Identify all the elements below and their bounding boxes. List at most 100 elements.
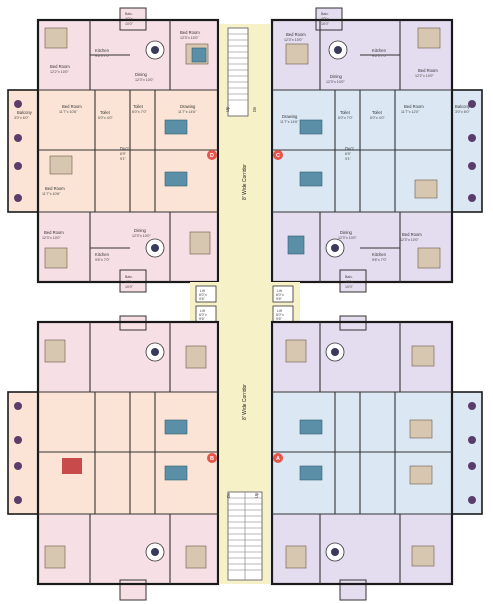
room-c-bed2: Bed Room 11'7"x 10'6" — [42, 186, 65, 196]
room-d-toilet: Toilet 6'0"x 4'0" — [370, 110, 385, 120]
svg-text:11'7"x 14'6": 11'7"x 14'6" — [280, 120, 299, 124]
room-d-bed: Bed Room 11'7"x 12'0" — [401, 104, 424, 114]
balcony-chairs-top — [14, 100, 476, 202]
svg-text:6'0"x 4'0": 6'0"x 4'0" — [370, 116, 385, 120]
svg-text:11'7"x 12'0": 11'7"x 12'0" — [401, 110, 420, 114]
svg-text:12'3"x 10'0": 12'3"x 10'0" — [338, 236, 357, 240]
room-c-drawing: Drawing 11'7"x 14'6" — [178, 104, 197, 114]
room-b-balc: Balc. 4'0"x 10'0" — [321, 12, 330, 26]
room-a-bed2: Bed Room 12'2"x 10'0" — [50, 64, 70, 74]
svg-text:4'0"x: 4'0"x — [345, 280, 353, 284]
dining-tables-bottom — [145, 342, 345, 562]
svg-text:12'3"x 10'0": 12'3"x 10'0" — [400, 238, 419, 242]
svg-text:6'0"x: 6'0"x — [276, 293, 284, 297]
top-block: 8' Wide Corridor Up Dn — [7, 7, 483, 293]
svg-text:9'6"x 7'0": 9'6"x 7'0" — [372, 54, 387, 58]
room-c-bed: Bed Room 11'7"x 10'6" — [59, 104, 82, 114]
svg-text:10'0": 10'0" — [125, 285, 134, 289]
svg-text:12'2"x 10'0": 12'2"x 10'0" — [50, 70, 69, 74]
svg-text:9'6": 9'6" — [199, 297, 206, 301]
stair-treads-top — [228, 33, 248, 101]
svg-text:Drawing: Drawing — [180, 104, 196, 109]
svg-text:9'6"x 7'0": 9'6"x 7'0" — [372, 258, 387, 262]
sofas-top — [164, 47, 323, 255]
room-a-dining: Dining 12'3"x 10'0" — [135, 72, 154, 82]
svg-text:4'0"x: 4'0"x — [125, 280, 133, 284]
svg-text:Balc.: Balc. — [125, 12, 133, 16]
svg-text:Balcony: Balcony — [455, 104, 471, 109]
svg-text:11'7"x 14'6": 11'7"x 14'6" — [178, 110, 197, 114]
svg-text:9'6"x 7'0": 9'6"x 7'0" — [95, 54, 110, 58]
lift-lobby: Lift 6'0"x 9'6" Lift 6'0"x 9'6" Lift 6'0… — [190, 282, 300, 323]
svg-text:Toilet: Toilet — [100, 110, 111, 115]
room-c-toilet2: Toilet 6'0"x 7'0" — [132, 104, 147, 114]
room-b-kitchen: Kitchen 9'6"x 7'0" — [372, 48, 387, 58]
stair-treads-bottom — [228, 492, 262, 580]
stair-down-label: Dn — [252, 106, 257, 112]
flat-marker-top-right-label: C — [276, 153, 280, 159]
svg-text:Lift: Lift — [200, 289, 205, 293]
red-bed-bottom — [62, 458, 82, 474]
svg-text:Balc.: Balc. — [345, 275, 353, 279]
room-a-balc: Balc. 4'0"x 10'0" — [125, 12, 134, 26]
svg-text:9'6": 9'6" — [276, 317, 283, 321]
flat-marker-bottom-right — [273, 453, 283, 463]
room-f-kitchen: Kitchen 9'6"x 7'0" — [372, 252, 387, 262]
svg-text:Duct: Duct — [345, 146, 354, 151]
svg-text:12'3"x 10'0": 12'3"x 10'0" — [132, 234, 151, 238]
svg-text:Bed Room: Bed Room — [180, 30, 200, 35]
svg-text:Dining: Dining — [134, 228, 147, 233]
room-b-bed: Bed Room 12'3"x 10'0" — [284, 32, 306, 42]
svg-text:4'0"x: 4'0"x — [125, 17, 133, 21]
svg-text:Toilet: Toilet — [372, 110, 383, 115]
svg-text:3'0"x 6'0": 3'0"x 6'0" — [455, 110, 470, 114]
room-b-bed2: Bed Room 12'2"x 10'0" — [415, 68, 438, 78]
room-d-duct: Duct 6'9" 9'1" — [345, 146, 354, 161]
svg-text:Bed Room: Bed Room — [418, 68, 438, 73]
svg-text:10'0": 10'0" — [321, 22, 330, 26]
room-f-balc: Balc. 4'0"x 10'0" — [345, 275, 354, 289]
room-e-bed: Bed Room 12'3"x 10'0" — [42, 230, 64, 240]
svg-text:Kitchen: Kitchen — [95, 48, 110, 53]
svg-text:9'6"x 7'0": 9'6"x 7'0" — [95, 258, 110, 262]
svg-text:Bed Room: Bed Room — [45, 186, 65, 191]
room-f-dining: Dining 12'3"x 10'0" — [338, 230, 357, 240]
svg-text:Bed Room: Bed Room — [62, 104, 82, 109]
room-f-bed: Bed Room 12'3"x 10'0" — [400, 232, 422, 242]
svg-text:Dining: Dining — [135, 72, 148, 77]
flat-marker-top-left — [207, 150, 217, 160]
room-a-kitchen: Kitchen 9'6"x 7'0" — [95, 48, 110, 58]
svg-text:12'3"x 10'0": 12'3"x 10'0" — [284, 38, 303, 42]
wall-balcony-right — [451, 89, 483, 213]
dining-tables-top — [145, 40, 348, 258]
room-e-kitchen: Kitchen 9'6"x 7'0" — [95, 252, 110, 262]
svg-text:12'3"x 10'0": 12'3"x 10'0" — [326, 80, 345, 84]
svg-text:12'3"x 10'0": 12'3"x 10'0" — [42, 236, 61, 240]
svg-text:Bed Room: Bed Room — [402, 232, 422, 237]
svg-text:9'1": 9'1" — [345, 157, 352, 161]
svg-text:6'9": 6'9" — [345, 152, 352, 156]
svg-text:Balc.: Balc. — [125, 275, 133, 279]
svg-text:Dining: Dining — [340, 230, 353, 235]
svg-text:6'0"x: 6'0"x — [276, 313, 284, 317]
room-c-toilet: Toilet 6'0"x 4'0" — [98, 110, 113, 120]
svg-text:10'0": 10'0" — [345, 285, 354, 289]
room-e-dining: Dining 12'3"x 10'0" — [132, 228, 151, 238]
flat-marker-bottom-left — [207, 453, 217, 463]
svg-text:Lift: Lift — [200, 309, 205, 313]
svg-text:Balcony: Balcony — [17, 110, 33, 115]
flat-marker-top-left-label: D — [210, 153, 214, 159]
svg-text:6'0"x: 6'0"x — [199, 313, 207, 317]
svg-text:6'0"x 7'0": 6'0"x 7'0" — [132, 110, 147, 114]
svg-text:11'7"x 10'6": 11'7"x 10'6" — [59, 110, 78, 114]
lift-top-left — [195, 285, 217, 303]
svg-text:B: B — [210, 456, 214, 462]
bottom-block: 8' Wide Corridor Dn Up — [7, 315, 483, 601]
svg-text:6'0"x 4'0": 6'0"x 4'0" — [98, 116, 113, 120]
room-b-dining: Dining 12'3"x 10'0" — [326, 74, 345, 84]
staircase-top — [227, 27, 249, 117]
svg-text:12'3"x 10'0": 12'3"x 10'0" — [180, 36, 199, 40]
svg-text:Duct: Duct — [120, 146, 129, 151]
svg-text:10'0": 10'0" — [125, 22, 134, 26]
svg-text:6'9": 6'9" — [120, 152, 127, 156]
